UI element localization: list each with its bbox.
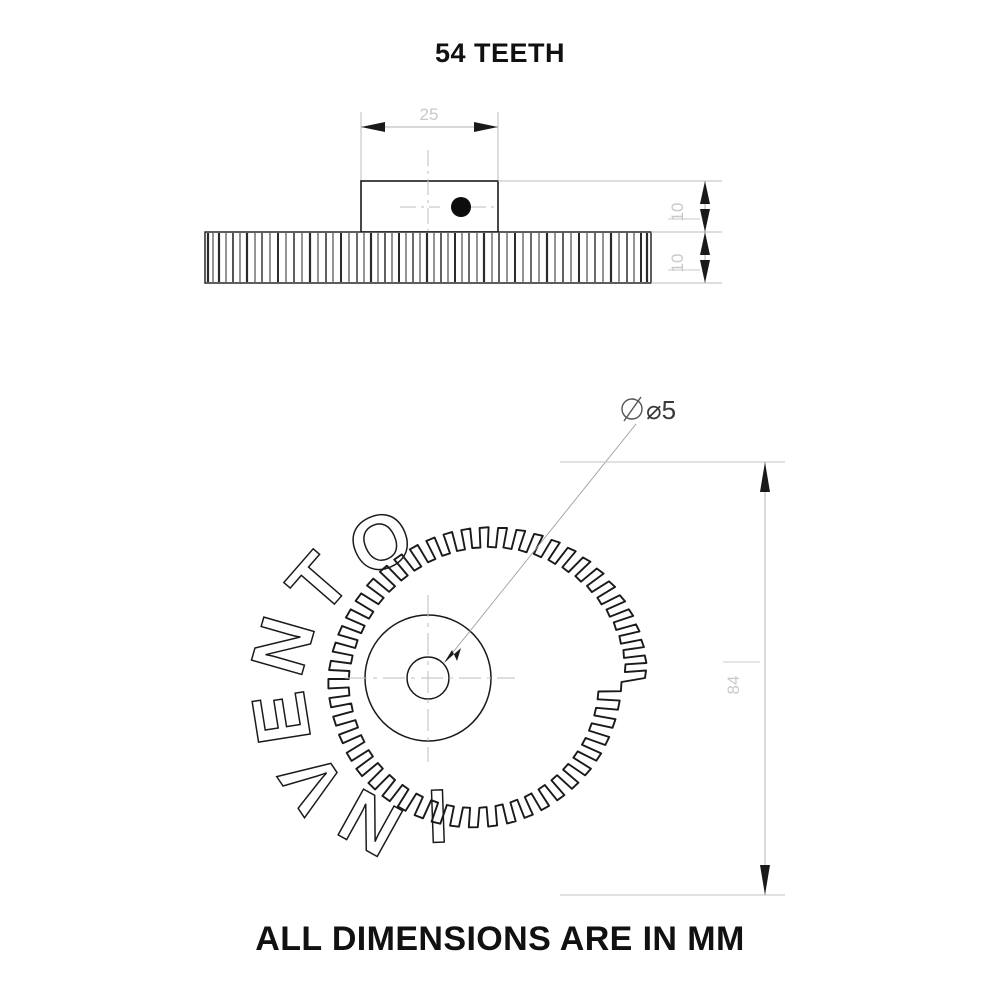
tooth-hatch-lines (206, 233, 649, 282)
diameter-symbol-slash (623, 396, 642, 422)
arrow-leader-bore (444, 648, 461, 663)
dim-label-hub-width: 25 (420, 105, 439, 124)
page-footer-note: ALL DIMENSIONS ARE IN MM (255, 920, 745, 958)
dim-label-bore: ⌀5 (646, 395, 676, 425)
dim-label-hub-height: 10 (668, 203, 687, 222)
page-title: 54 TEETH (434, 38, 566, 68)
arrow-hub-height-bottom (700, 209, 710, 232)
arrow-hub-height-top (700, 181, 710, 204)
arrow-25-left (361, 122, 385, 132)
diameter-symbol-circle (621, 398, 643, 420)
front-view: ⌀5 84 I N V E N T O (234, 395, 785, 896)
dim-label-face-width: 10 (668, 254, 687, 273)
arrow-face-width-bottom (700, 260, 710, 283)
arrow-od-bottom (760, 865, 770, 895)
arrow-25-right (474, 122, 498, 132)
bore-diameter-label-group: ⌀5 (621, 395, 676, 425)
leader-line-bore (445, 423, 637, 662)
engraved-letter-e: E (236, 686, 328, 749)
engraved-letter-i: I (426, 773, 450, 859)
dim-label-od: 84 (724, 676, 743, 695)
gear-tooth-outline (327, 526, 648, 829)
engraved-letter-n2: N (235, 608, 332, 684)
side-view: 10 10 25 (204, 105, 722, 284)
arrow-od-top (760, 462, 770, 492)
arrow-face-width-top (700, 232, 710, 255)
set-screw-hole (451, 197, 471, 217)
